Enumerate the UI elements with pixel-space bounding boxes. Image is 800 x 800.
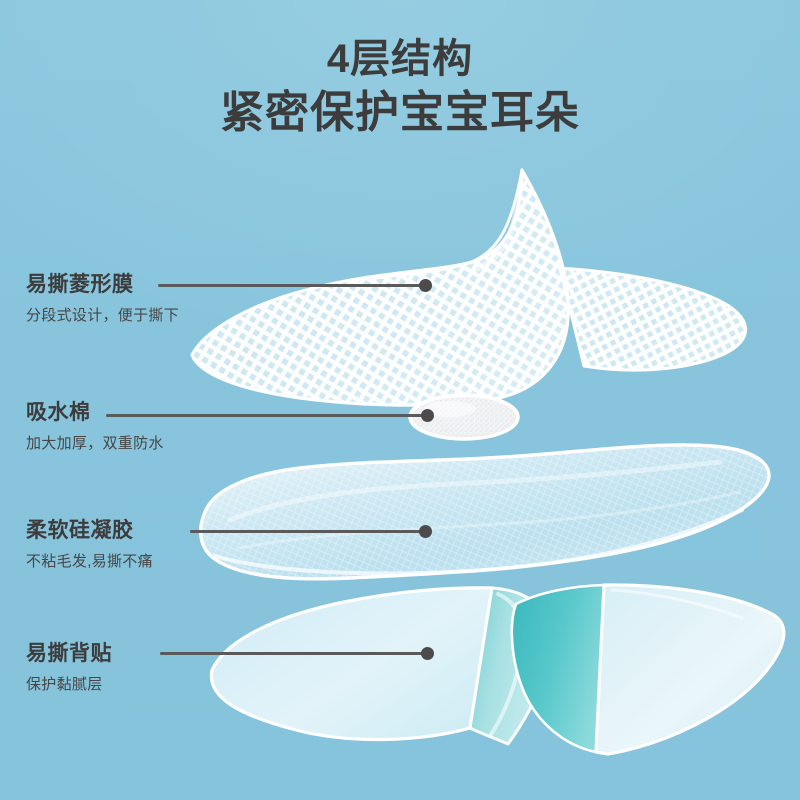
callout-title-cotton: 吸水棉 <box>26 401 91 424</box>
title-line-2: 紧密保护宝宝耳朵 <box>220 88 580 137</box>
callout-title-release-liner: 易撕背贴 <box>26 642 112 665</box>
callout-release-liner: 易撕背贴 保护黏腻层 <box>26 641 112 696</box>
leader-dot-silicone-gel <box>419 525 432 538</box>
leader-line-cotton <box>106 414 428 417</box>
callout-diamond-mesh: 易撕菱形膜 分段式设计，便于撕下 <box>26 272 179 327</box>
release-liner-layer <box>209 583 786 756</box>
callout-title-mesh-film: 易撕菱形膜 <box>26 273 134 296</box>
leader-dot-release-liner <box>421 647 434 660</box>
leader-line-release-liner <box>160 652 428 655</box>
silicone-gel-layer <box>198 443 771 581</box>
callout-silicone-gel: 柔软硅凝胶 不粘毛发,易撕不痛 <box>26 518 153 573</box>
title-line-1: 4层结构 <box>326 37 474 81</box>
page-title: 4层结构 紧密保护宝宝耳朵 <box>0 34 800 142</box>
callout-subtitle-silicone-gel: 不粘毛发,易撕不痛 <box>26 553 153 570</box>
callout-subtitle-mesh-film: 分段式设计，便于撕下 <box>26 307 180 324</box>
callout-subtitle-cotton: 加大加厚，双重防水 <box>26 435 164 452</box>
callout-absorbent-cotton: 吸水棉 加大加厚，双重防水 <box>26 400 164 455</box>
diamond-mesh-layer <box>190 168 747 407</box>
leader-dot-cotton <box>421 409 434 422</box>
callout-title-silicone-gel: 柔软硅凝胶 <box>26 519 134 542</box>
callout-subtitle-release-liner: 保护黏腻层 <box>26 676 103 693</box>
leader-line-mesh-film <box>158 284 426 287</box>
leader-line-silicone-gel <box>190 530 428 533</box>
leader-dot-mesh-film <box>419 279 432 292</box>
